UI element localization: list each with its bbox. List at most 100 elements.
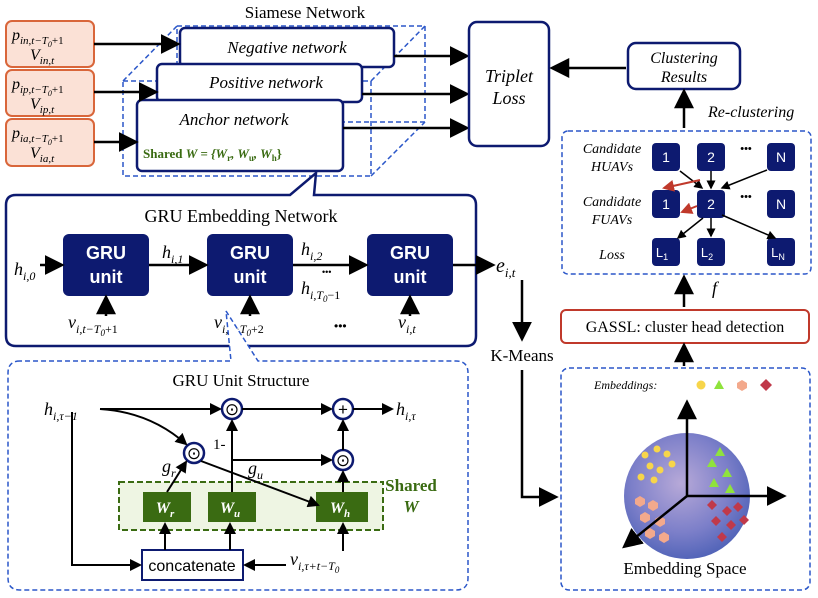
odot-reset-symbol: ⊙: [187, 444, 201, 463]
hT-label: hi,T0−1: [301, 278, 340, 304]
gru-unit-1-line1: GRU: [86, 243, 126, 263]
gru-unit-2: [207, 234, 293, 296]
e-output-label: ei,t: [496, 255, 516, 280]
gru-unit-structure-title: GRU Unit Structure: [173, 371, 310, 390]
triplet-loss-line1: Triplet: [485, 66, 534, 86]
gru-unit-arrows: [71, 403, 394, 571]
gru-units: GRU unit GRU unit GRU unit: [63, 234, 453, 296]
anchor-network-label: Anchor network: [178, 110, 289, 129]
fuav-node-2-label: 2: [707, 196, 715, 212]
huav-node-2: [697, 143, 725, 171]
negative-input-v: Vin,t: [30, 47, 55, 67]
embedding-space-label: Embedding Space: [623, 559, 746, 578]
kmeans-label: K-Means: [490, 346, 553, 365]
gassl-label: GASSL: cluster head detection: [586, 319, 785, 336]
loss-node-n: [767, 238, 795, 266]
fuav-label-line2: FUAVs: [591, 213, 633, 228]
triplet-loss-line2: Loss: [491, 88, 525, 108]
shared-weights-label: Shared W = {Wr, Wu, Wh}: [143, 146, 282, 163]
candidate-edges: [676, 169, 777, 240]
input-arrows: [94, 34, 470, 152]
wh-label: Wh: [330, 500, 350, 520]
positive-input-v: Vip,t: [30, 96, 55, 116]
wu-box: [208, 492, 256, 522]
loss-node-1: [652, 238, 680, 266]
odot-top-symbol: ⊙: [225, 400, 239, 419]
input-boxes: pin,t−T0+1 Vin,t pip,t−T0+1 Vip,t pia,t−…: [5, 20, 95, 167]
oplus-symbol: +: [338, 400, 348, 419]
gru-unit-2-line1: GRU: [230, 243, 270, 263]
gr-label: gr: [162, 456, 176, 480]
huav-node-2-label: 2: [707, 149, 715, 165]
wr-box: [143, 492, 191, 522]
huav-node-n: [767, 143, 795, 171]
gru-unit-2-line2: unit: [234, 267, 267, 287]
loss-node-1-label: L1: [656, 245, 668, 262]
wh-box: [316, 492, 368, 522]
legend-red-diamond: [760, 379, 772, 391]
concatenate-box: [141, 549, 244, 581]
embedding-sphere: [622, 399, 787, 559]
huav-label-line1: Candidate: [583, 142, 641, 157]
clustering-results-line1: Clustering: [650, 50, 718, 67]
siamese-network: Siamese Network Negative network Positiv…: [122, 3, 426, 177]
green-cluster: [707, 447, 735, 493]
siamese-title: Siamese Network: [245, 3, 366, 22]
yellow-cluster: [637, 445, 676, 484]
wr-label: Wr: [156, 500, 175, 520]
h0-label: hi,0: [14, 259, 35, 283]
negative-input-p: pin,t−T0+1: [11, 27, 64, 49]
gu-label: gu: [248, 458, 263, 482]
red-cluster: [707, 500, 749, 542]
fuav-ellipsis: •••: [740, 191, 752, 203]
h-ellipsis: •••: [322, 267, 331, 277]
triplet-loss-box: [467, 20, 551, 148]
legend-yellow-circle: [696, 380, 706, 390]
v-in-label: vi,τ+t−T0: [290, 549, 340, 575]
loss-row-label: Loss: [598, 248, 625, 263]
fuav-node-1-label: 1: [662, 196, 670, 212]
gru-embedding-title: GRU Embedding Network: [145, 206, 338, 226]
candidate-red-edges: [662, 179, 701, 214]
huav-node-1: [652, 143, 680, 171]
fuav-node-n-label: N: [776, 196, 786, 212]
loss-node-2-label: L2: [701, 245, 713, 262]
odot-reset: [182, 441, 206, 465]
clustering-results-line2: Results: [660, 69, 707, 86]
recluster-label: Re-clustering: [707, 104, 794, 121]
gru-unit-3-line2: unit: [394, 267, 427, 287]
h1-label: hi,1: [162, 242, 183, 266]
huav-ellipsis: •••: [740, 143, 752, 155]
embeddings-legend-label: Embeddings:: [593, 378, 657, 392]
shared-w-label-line1: Shared: [385, 476, 437, 495]
negative-network-label: Negative network: [226, 38, 347, 57]
huav-label-line2: HUAVs: [590, 160, 634, 175]
fuav-node-n: [767, 190, 795, 218]
wu-label: Wu: [220, 500, 240, 520]
fuav-label-line1: Candidate: [583, 195, 641, 210]
v-ellipsis: •••: [334, 319, 347, 333]
candidates-panel: [561, 130, 812, 275]
f-label: f: [712, 278, 720, 298]
loss-node-n-label: LN: [771, 245, 785, 262]
h2-label: hi,2: [301, 239, 322, 263]
gru-net-arrows: [40, 255, 559, 507]
peach-cluster: [635, 496, 669, 543]
anchor-input-p: pia,t−T0+1: [11, 125, 64, 147]
huav-node-n-label: N: [776, 149, 786, 165]
one-minus-label: 1-: [213, 437, 226, 453]
positive-network-label: Positive network: [208, 73, 323, 92]
embedding-axes: [622, 399, 787, 549]
gru-unit-3: [367, 234, 453, 296]
v1-label: vi,t−T0+1: [68, 312, 118, 338]
gru-unit-1-line2: unit: [90, 267, 123, 287]
h-out-label: hi,τ: [396, 399, 416, 423]
huav-node-1-label: 1: [662, 149, 670, 165]
fuav-node-2: [697, 190, 725, 218]
gru-unit-3-line1: GRU: [390, 243, 430, 263]
fuav-node-1: [652, 190, 680, 218]
gru-unit-structure-box: [7, 310, 469, 591]
candidate-nodes: 1 2 N 1 2 N L1 L2 LN: [652, 143, 795, 266]
concatenate-label: concatenate: [148, 558, 235, 575]
